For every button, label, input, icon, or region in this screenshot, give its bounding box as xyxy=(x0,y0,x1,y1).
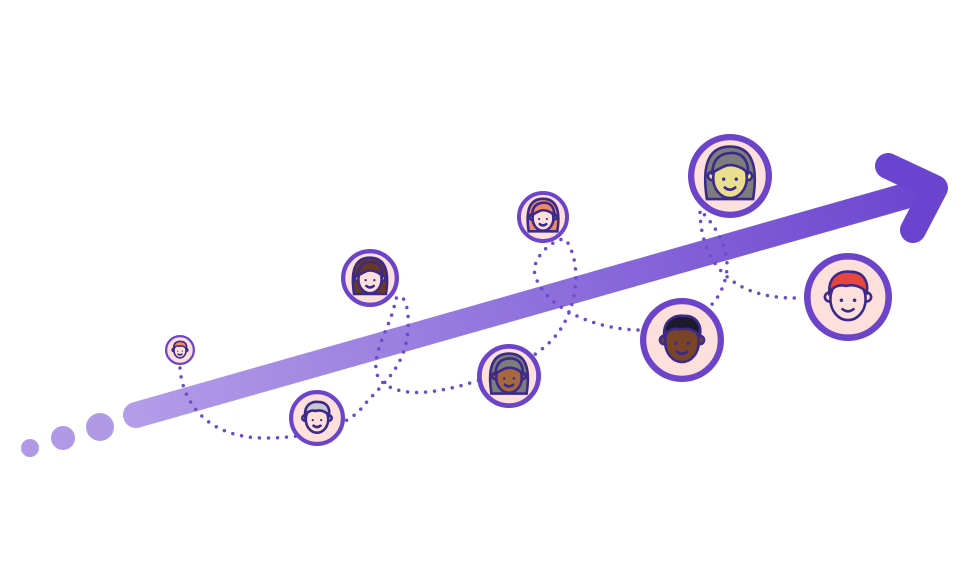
eye xyxy=(364,279,367,282)
hair-top xyxy=(530,201,556,218)
eye xyxy=(373,279,376,282)
eye xyxy=(512,377,516,380)
avatar-person-8 xyxy=(803,252,893,342)
eye xyxy=(852,298,857,303)
smile xyxy=(538,222,548,227)
avatar-person-3 xyxy=(341,249,399,307)
hair-top xyxy=(303,400,331,420)
hair-top xyxy=(710,151,750,176)
face-icon xyxy=(488,352,530,395)
eye xyxy=(686,341,690,345)
face-icon xyxy=(823,270,873,322)
eye xyxy=(538,217,541,220)
growth-arrow xyxy=(123,153,948,428)
hair-top xyxy=(827,270,869,297)
hair-top xyxy=(662,314,702,341)
lead-dot xyxy=(51,426,75,450)
smile xyxy=(312,424,322,429)
smile xyxy=(503,383,515,388)
face-icon xyxy=(703,145,757,201)
face-icon xyxy=(526,197,560,233)
lead-dot xyxy=(86,413,114,441)
eye xyxy=(181,350,183,352)
arrow-head xyxy=(875,153,948,243)
eye xyxy=(311,418,314,422)
smile xyxy=(177,353,183,356)
smile xyxy=(723,186,737,191)
hair-top xyxy=(356,260,384,279)
avatar-person-2 xyxy=(289,390,345,446)
smile xyxy=(365,284,375,289)
face-icon xyxy=(300,400,334,435)
avatar-person-6 xyxy=(640,298,724,382)
smile xyxy=(841,307,855,313)
dotted-connector-path xyxy=(178,205,802,440)
eye xyxy=(734,177,738,181)
eye xyxy=(722,177,726,181)
avatar-person-7 xyxy=(688,134,772,218)
hair-top xyxy=(493,357,524,377)
face-icon xyxy=(171,340,189,359)
eye xyxy=(839,298,844,303)
eye xyxy=(177,350,179,352)
avatar-group xyxy=(165,134,893,446)
smile xyxy=(675,350,689,355)
avatar-person-5 xyxy=(516,190,570,244)
face-icon xyxy=(658,314,706,364)
arrow-shaft xyxy=(123,176,943,428)
face-icon xyxy=(351,256,389,296)
avatar-person-4 xyxy=(476,343,542,409)
eye xyxy=(320,418,323,422)
lead-dots xyxy=(21,413,114,457)
hair-top xyxy=(172,340,188,352)
avatar-person-1 xyxy=(165,335,195,365)
lead-dot xyxy=(21,439,39,457)
eye xyxy=(545,217,548,220)
eye xyxy=(674,341,678,345)
eye xyxy=(502,377,506,380)
